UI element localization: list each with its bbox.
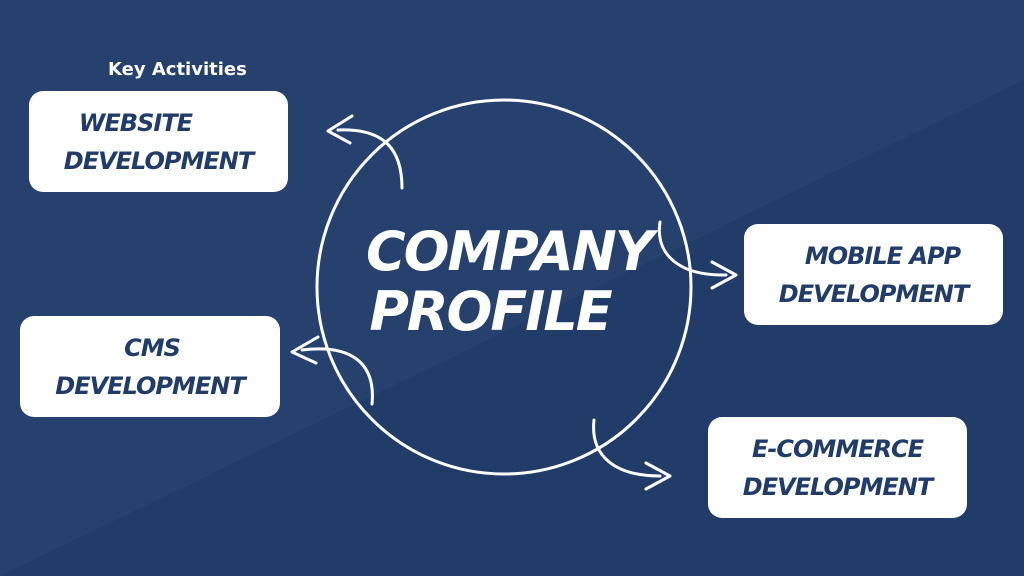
section-label: Key Activities xyxy=(108,59,247,80)
activity-card-line2: DEVELOPMENT xyxy=(778,279,969,308)
activity-card-line2: DEVELOPMENT xyxy=(63,146,254,175)
activity-card-line1: CMS xyxy=(124,333,181,362)
activity-card-line2: DEVELOPMENT xyxy=(742,472,933,501)
activity-card-line2: DEVELOPMENT xyxy=(55,371,245,400)
activity-card-line1: E-COMMERCE xyxy=(751,434,924,463)
activity-card-mobile-app: MOBILE APP DEVELOPMENT xyxy=(744,224,1003,325)
center-title-line2: PROFILE xyxy=(369,280,612,343)
activity-card-website: WEBSITE DEVELOPMENT xyxy=(29,91,288,192)
activity-card-line1: MOBILE APP xyxy=(804,241,961,270)
activity-card-ecommerce: E-COMMERCE DEVELOPMENT xyxy=(708,417,967,518)
center-title-line1: COMPANY xyxy=(366,220,654,283)
activity-card-cms: CMS DEVELOPMENT xyxy=(20,316,280,417)
activity-card-line1: WEBSITE xyxy=(78,108,193,137)
center-title: COMPANY PROFILE xyxy=(310,222,708,342)
